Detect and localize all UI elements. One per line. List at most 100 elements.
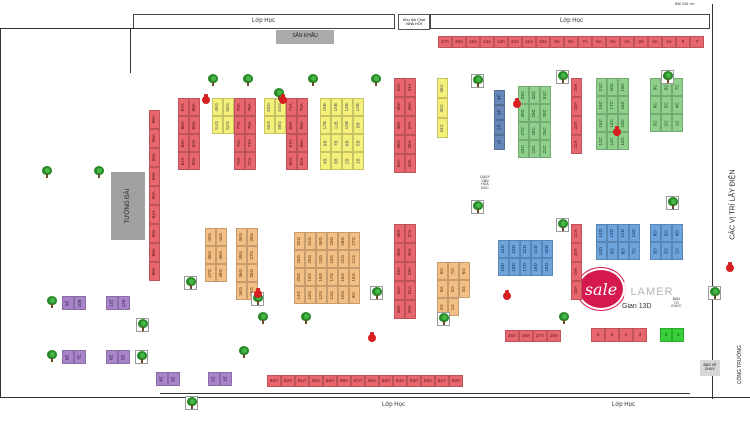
booth-6g[interactable]: 6G bbox=[459, 262, 470, 280]
booth-1f[interactable]: 1F bbox=[494, 135, 505, 150]
booth-60a[interactable]: 60A bbox=[309, 375, 323, 387]
booth-46g[interactable]: 46G bbox=[216, 246, 227, 264]
booth-54a[interactable]: 54A bbox=[393, 375, 407, 387]
booth-30a[interactable]: 30A bbox=[394, 300, 405, 319]
booth-25c[interactable]: 25C bbox=[540, 122, 551, 140]
booth-44a[interactable]: 44A bbox=[394, 262, 405, 281]
booth-17d[interactable]: 17D bbox=[520, 258, 531, 276]
booth-31c[interactable]: 31C bbox=[540, 86, 551, 104]
booth-20c[interactable]: 20C bbox=[607, 78, 618, 96]
booth-15a[interactable]: 15A bbox=[466, 36, 480, 48]
booth-79a[interactable]: 79A bbox=[234, 98, 245, 116]
booth-38a[interactable]: 38A bbox=[394, 116, 405, 135]
booth-21a[interactable]: 21A bbox=[571, 224, 582, 243]
booth-48g[interactable]: 48G bbox=[216, 264, 227, 282]
booth-59a[interactable]: 59A bbox=[323, 375, 337, 387]
booth-4[interactable]: 4 bbox=[619, 328, 633, 342]
booth-24c[interactable]: 24C bbox=[518, 140, 529, 158]
booth-11d[interactable]: 11D bbox=[629, 224, 640, 242]
booth-21g[interactable]: 21G bbox=[349, 250, 360, 268]
booth-91a[interactable]: 91A bbox=[149, 205, 160, 224]
booth-17c[interactable]: 17C bbox=[607, 96, 618, 114]
booth-9b[interactable]: 9B bbox=[353, 116, 364, 134]
booth-8d[interactable]: 8D bbox=[618, 242, 629, 260]
booth-47g[interactable]: 47G bbox=[205, 264, 216, 282]
booth-55a[interactable]: 55A bbox=[379, 375, 393, 387]
booth-56g[interactable]: 56G bbox=[275, 116, 286, 134]
booth-38g[interactable]: 38G bbox=[236, 246, 247, 264]
booth-70a[interactable]: 70A bbox=[297, 98, 308, 116]
booth-13d[interactable]: 13D bbox=[607, 224, 618, 242]
booth-2e[interactable]: 2E bbox=[208, 372, 220, 386]
booth-6[interactable]: 6 bbox=[591, 328, 605, 342]
booth-29a[interactable]: 29A bbox=[405, 300, 416, 319]
booth-53g[interactable]: 53G bbox=[264, 98, 275, 116]
booth-5e[interactable]: 5E bbox=[118, 350, 130, 364]
booth-10g[interactable]: 10G bbox=[338, 286, 349, 304]
booth-22d[interactable]: 22D bbox=[520, 240, 531, 258]
booth-3e[interactable]: 3E bbox=[168, 372, 180, 386]
booth-11c[interactable]: 11C bbox=[607, 132, 618, 150]
booth-2c[interactable]: 2C bbox=[661, 114, 672, 132]
booth-16c[interactable]: 16C bbox=[618, 96, 629, 114]
booth-45g[interactable]: 45G bbox=[205, 246, 216, 264]
booth-65a[interactable]: 65A bbox=[286, 152, 297, 170]
booth-12d[interactable]: 12D bbox=[618, 224, 629, 242]
booth-82a[interactable]: 82A bbox=[189, 134, 200, 152]
booth-22a[interactable]: 22A bbox=[571, 135, 582, 154]
booth-25g[interactable]: 25G bbox=[305, 250, 316, 268]
booth-4g[interactable]: 4G bbox=[448, 280, 459, 298]
booth-13g[interactable]: 13G bbox=[305, 286, 316, 304]
booth-14d[interactable]: 14D bbox=[596, 224, 607, 242]
booth-1[interactable]: 1 bbox=[672, 328, 684, 342]
booth-10b[interactable]: 10B bbox=[342, 116, 353, 134]
booth-4e[interactable]: 4E bbox=[156, 372, 168, 386]
booth-27a[interactable]: 27A bbox=[533, 330, 547, 342]
booth-9d[interactable]: 9D bbox=[607, 242, 618, 260]
booth-5c[interactable]: 5C bbox=[661, 96, 672, 114]
booth-74a[interactable]: 74A bbox=[245, 134, 256, 152]
booth-15c[interactable]: 15C bbox=[596, 114, 607, 132]
booth-14c[interactable]: 14C bbox=[607, 114, 618, 132]
booth-20g[interactable]: 20G bbox=[294, 268, 305, 286]
booth-56a[interactable]: 56A bbox=[365, 375, 379, 387]
booth-22g[interactable]: 22G bbox=[338, 250, 349, 268]
booth-26g[interactable]: 26G bbox=[294, 250, 305, 268]
booth-13c[interactable]: 13C bbox=[618, 114, 629, 132]
booth-19a[interactable]: 19A bbox=[571, 262, 582, 281]
booth-17g[interactable]: 17G bbox=[327, 268, 338, 286]
booth-24d[interactable]: 24D bbox=[498, 240, 509, 258]
booth-3d[interactable]: 3D bbox=[650, 242, 661, 260]
booth-8[interactable]: 8 bbox=[676, 36, 690, 48]
booth-39g[interactable]: 39G bbox=[247, 228, 258, 246]
booth-11b[interactable]: 11B bbox=[331, 116, 342, 134]
booth-32c[interactable]: 32C bbox=[529, 86, 540, 104]
booth-1d[interactable]: 1D bbox=[672, 242, 683, 260]
booth-15b[interactable]: 15B bbox=[331, 98, 342, 116]
booth-7[interactable]: 7 bbox=[690, 36, 704, 48]
booth-44g[interactable]: 44G bbox=[216, 228, 227, 246]
booth-29c[interactable]: 29C bbox=[529, 104, 540, 122]
booth-18g[interactable]: 18G bbox=[316, 268, 327, 286]
booth-16d[interactable]: 16D bbox=[531, 258, 542, 276]
booth-71a[interactable]: 71A bbox=[286, 98, 297, 116]
booth-4c[interactable]: 4C bbox=[672, 96, 683, 114]
booth-3c[interactable]: 3C bbox=[650, 114, 661, 132]
booth-4b[interactable]: 4B bbox=[320, 152, 331, 170]
booth-57a[interactable]: 57A bbox=[351, 375, 365, 387]
booth-6d[interactable]: 6D bbox=[650, 224, 661, 242]
booth-24a[interactable]: 24A bbox=[571, 97, 582, 116]
booth-36c[interactable]: 36C bbox=[437, 78, 448, 98]
booth-15g[interactable]: 15G bbox=[349, 268, 360, 286]
booth-17a[interactable]: 17A bbox=[438, 36, 452, 48]
booth-3f[interactable]: 3F bbox=[494, 105, 505, 120]
booth-23g[interactable]: 23G bbox=[327, 250, 338, 268]
booth-28c[interactable]: 28C bbox=[540, 104, 551, 122]
booth-1b[interactable]: 1B bbox=[353, 152, 364, 170]
booth-34c[interactable]: 34C bbox=[437, 118, 448, 138]
booth-8a[interactable]: 8A bbox=[564, 36, 578, 48]
booth-11e[interactable]: 11E bbox=[106, 296, 118, 310]
booth-23c[interactable]: 23C bbox=[529, 140, 540, 158]
booth-26a[interactable]: 26A bbox=[547, 330, 561, 342]
booth-2b[interactable]: 2B bbox=[342, 152, 353, 170]
